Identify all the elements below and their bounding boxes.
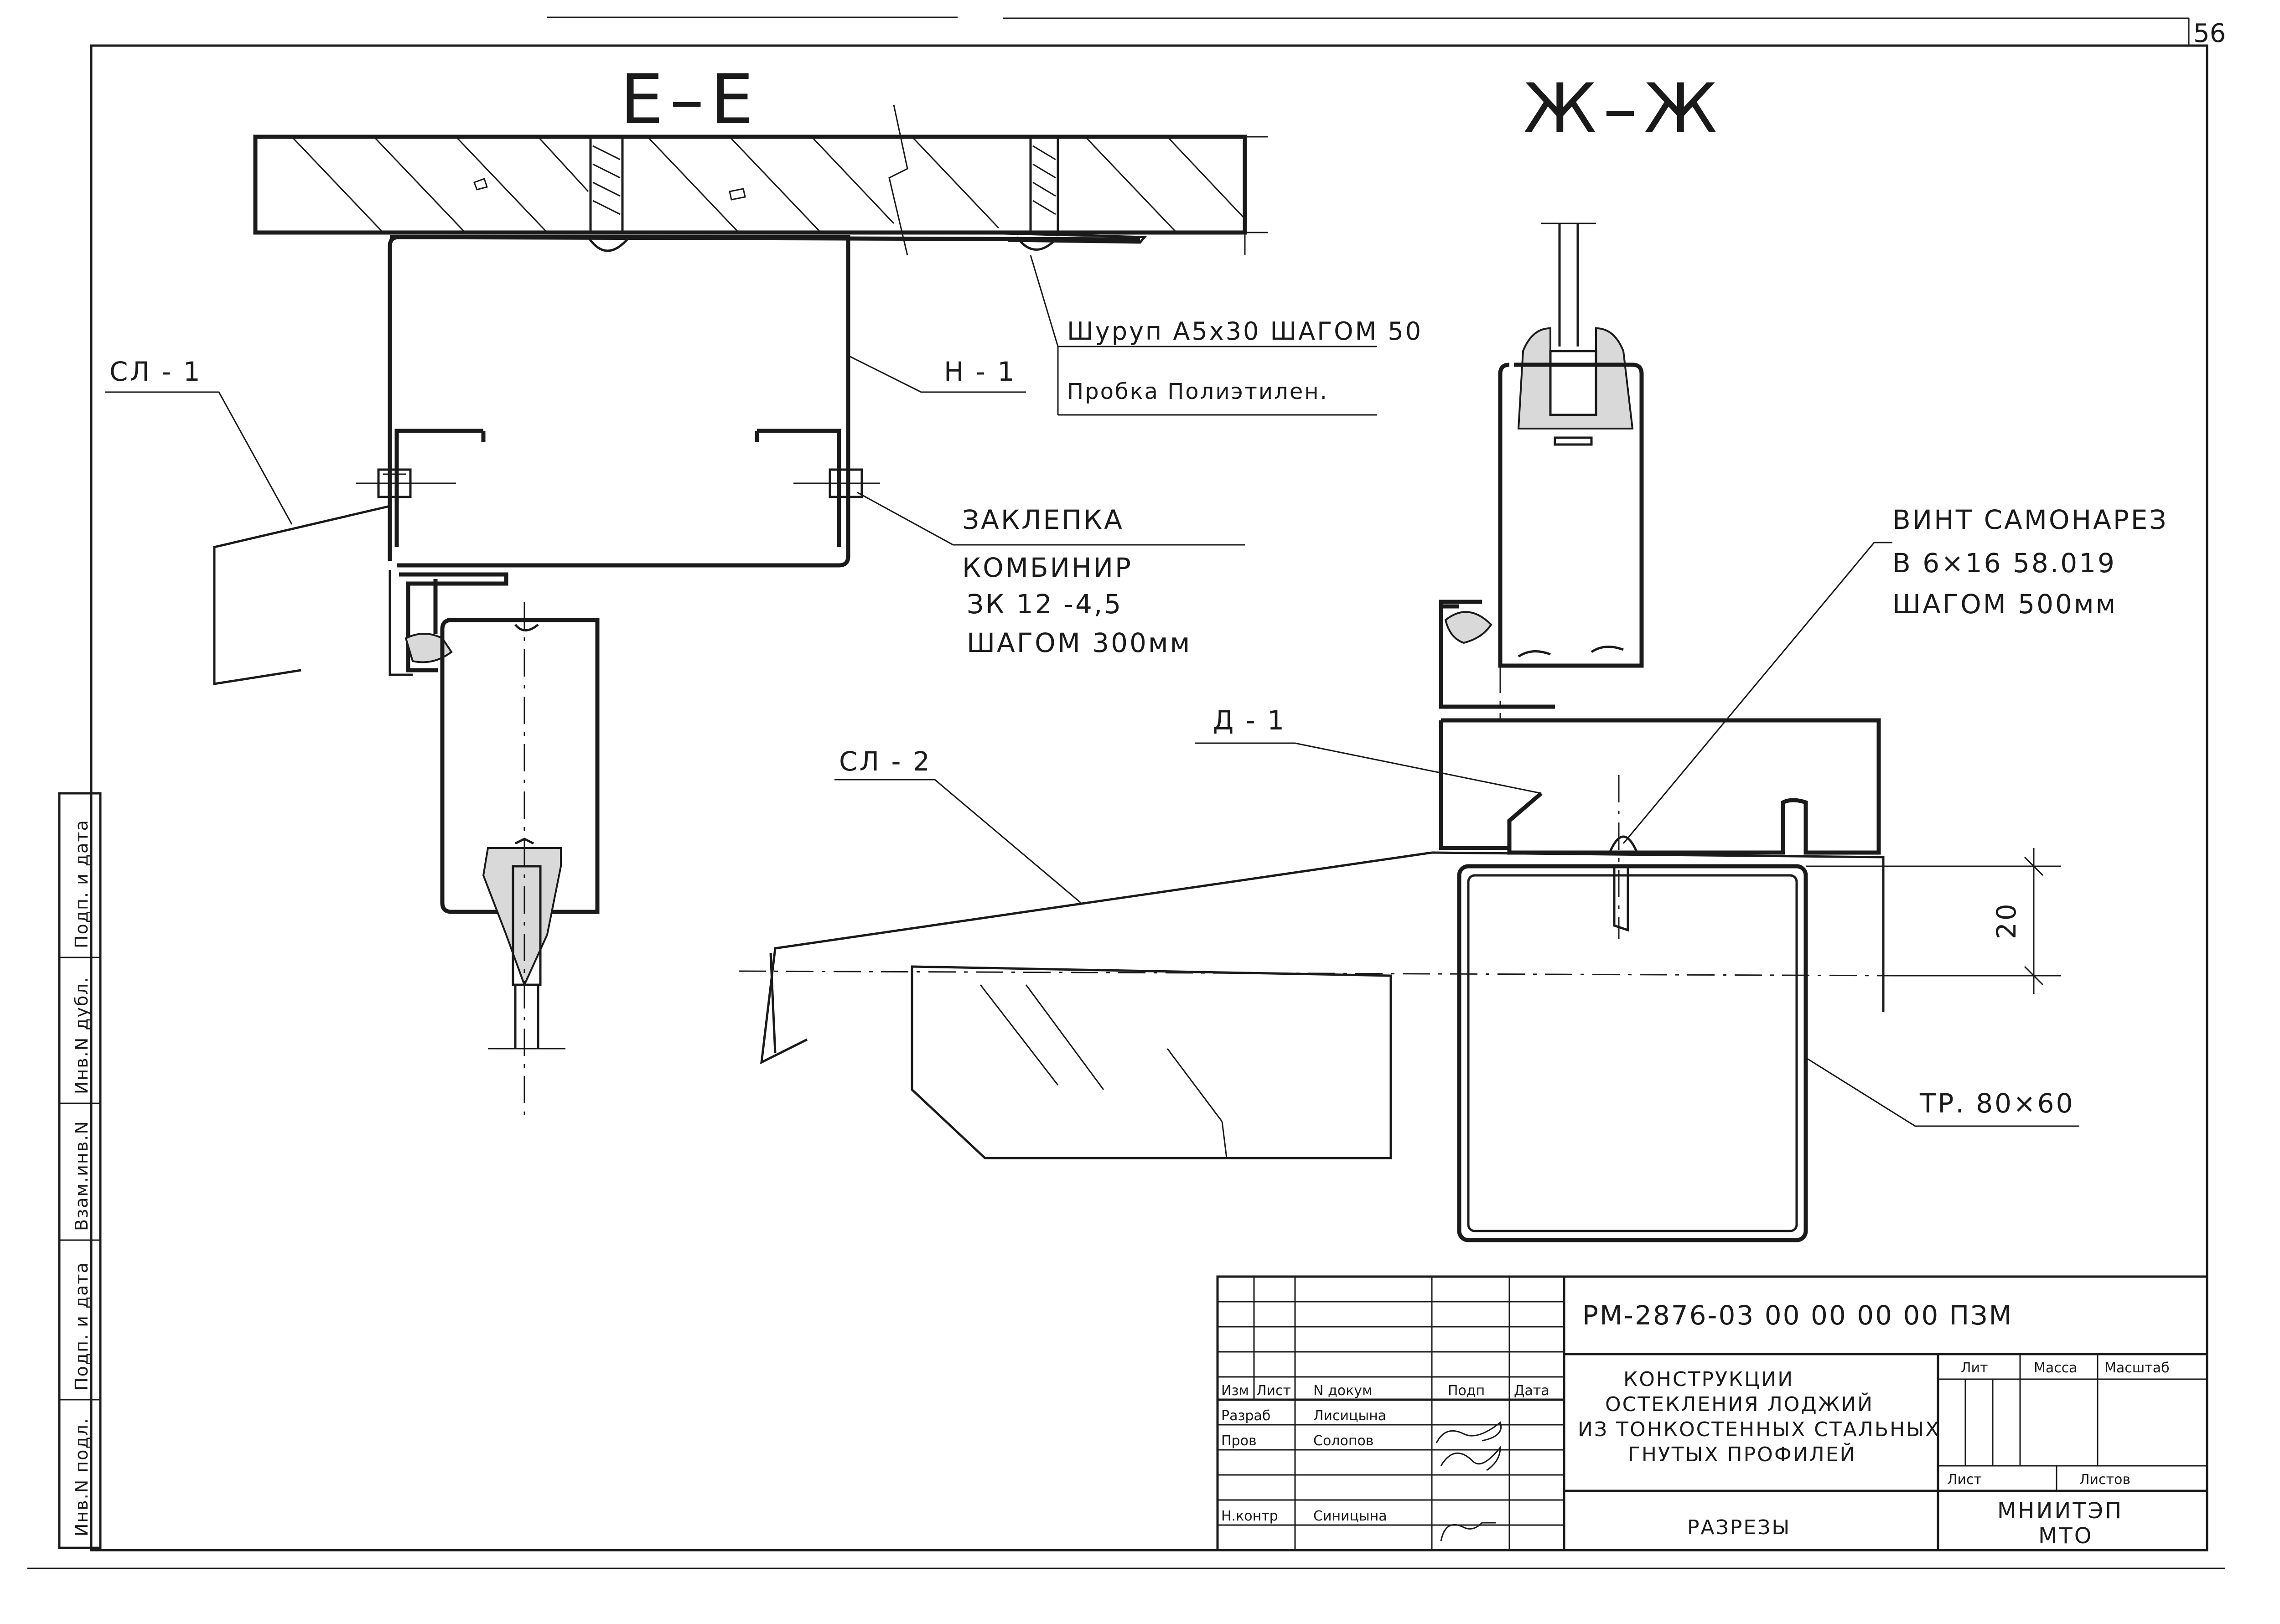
label-tube: ТР. 80×60 — [1919, 1088, 2074, 1119]
hdr-list2: Лист — [1947, 1472, 1982, 1488]
dimension-20 — [1806, 848, 2061, 994]
hdr-listov: Листов — [2079, 1472, 2130, 1488]
name-nkontr: Синицына — [1313, 1508, 1387, 1524]
label-rivet-3: ЗК 12 -4,5 — [967, 589, 1123, 620]
doc-code: РМ-2876-03 00 00 00 00 ПЗМ — [1582, 1300, 2013, 1331]
rivet-left — [356, 468, 456, 498]
profile-d1 — [1439, 718, 1881, 939]
label-plug: Пробка Полиэтилен. — [1067, 379, 1328, 404]
drawing-title-3: ИЗ ТОНКОСТЕННЫХ СТАЛЬНЫХ — [1578, 1418, 1940, 1441]
title-block — [1216, 1275, 2208, 1552]
side-stamp: Инв.N подл. Подп. и дата Взам.инв.N Инв.… — [58, 792, 102, 1549]
label-screw-self-3: ШАГОМ 500мм — [1892, 589, 2117, 620]
name-prov: Солопов — [1313, 1433, 1373, 1449]
side-stamp-podp-data-1: Подп. и дата — [72, 1262, 92, 1391]
leaders-ee — [105, 255, 1377, 546]
sheet-number: 56 — [2193, 19, 2226, 48]
label-sl1: СЛ - 1 — [109, 356, 202, 387]
hdr-izm: Изм — [1221, 1383, 1249, 1399]
organization-2: МТО — [2038, 1523, 2093, 1549]
side-stamp-podp-data-2: Подп. и дата — [72, 819, 92, 948]
drawing-title-1: КОНСТРУКЦИИ — [1623, 1368, 1794, 1391]
signature-razrab — [1435, 1421, 1502, 1443]
label-sl2: СЛ - 2 — [839, 746, 932, 777]
role-nkontr: Н.контр — [1221, 1508, 1278, 1524]
hdr-lit: Лит — [1961, 1360, 1988, 1376]
sheet-frame — [27, 16, 2225, 1569]
hdr-podp: Подп — [1448, 1383, 1485, 1399]
hdr-massa: Масса — [2034, 1360, 2078, 1376]
label-screw: Шуруп А5х30 ШАГОМ 50 — [1067, 317, 1423, 346]
flashing-sl1 — [213, 505, 413, 685]
hdr-ndok: N докум — [1313, 1383, 1373, 1399]
hdr-masshtab: Масштаб — [2104, 1360, 2170, 1376]
drawing-title-4: ГНУТЫХ ПРОФИЛЕЙ — [1628, 1442, 1856, 1466]
label-rivet-4: ШАГОМ 300мм — [967, 627, 1192, 658]
label-screw-self-1: ВИНТ САМОНАРЕЗ — [1892, 504, 2168, 535]
tube-80x60 — [1457, 864, 1808, 1242]
label-n1: Н - 1 — [944, 356, 1016, 387]
section-title-ee: Е–Е — [620, 60, 760, 140]
glass-pane — [738, 965, 1897, 1159]
signature-prov — [1440, 1445, 1501, 1471]
upper-sash-zhzh — [1439, 222, 1644, 720]
rivet-right — [793, 468, 880, 498]
name-razrab: Лисицына — [1313, 1408, 1386, 1424]
role-razrab: Разраб — [1221, 1408, 1270, 1424]
drawing-title-2: ОСТЕКЛЕНИЯ ЛОДЖИЙ — [1605, 1392, 1874, 1416]
label-screw-self-2: В 6×16 58.019 — [1892, 548, 2116, 579]
profile-n1 — [356, 232, 1147, 568]
ceiling-slab — [253, 104, 1268, 256]
dimension-20-value: 20 — [1991, 902, 2022, 939]
side-stamp-vzam-inv: Взам.инв.N — [72, 1120, 92, 1231]
label-rivet-1: ЗАКЛЕПКА — [962, 504, 1124, 535]
flashing-sl2 — [760, 851, 1885, 1065]
side-stamp-inv-dubl: Инв.N дубл. — [72, 976, 92, 1094]
hdr-data: Дата — [1514, 1383, 1549, 1399]
section-title-zhzh: Ж–Ж — [1523, 69, 1724, 149]
label-rivet-2: КОМБИНИР — [962, 552, 1133, 583]
role-prov: Пров — [1221, 1433, 1257, 1449]
hdr-list: Лист — [1256, 1383, 1291, 1399]
leaders-zhzh — [834, 542, 2079, 1127]
organization-1: МНИИТЭП — [1997, 1498, 2123, 1524]
sheet-title: РАЗРЕЗЫ — [1687, 1516, 1791, 1539]
label-d1: Д - 1 — [1213, 705, 1286, 736]
signature-nkontr — [1440, 1522, 1496, 1541]
sash-frame-ee — [399, 572, 600, 1122]
side-stamp-inv-podl: Инв.N подл. — [72, 1417, 92, 1536]
